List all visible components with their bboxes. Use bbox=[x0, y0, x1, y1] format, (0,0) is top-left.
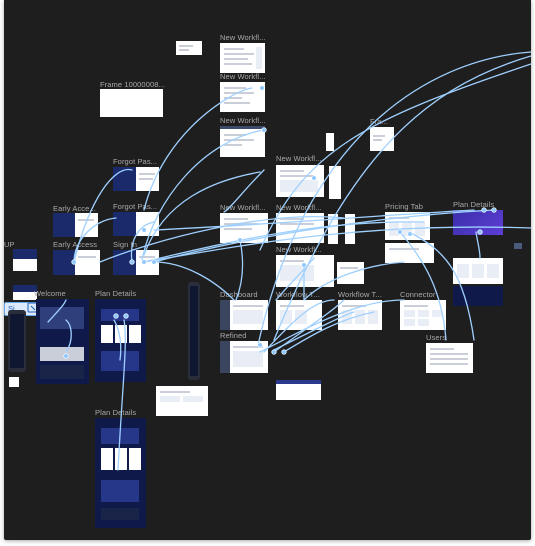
connection-dot bbox=[257, 342, 263, 348]
design-canvas[interactable]: New Workfl... New Workfl... Frame 100000… bbox=[4, 0, 531, 540]
frame-side-panel-2[interactable] bbox=[328, 214, 338, 244]
frame-label-plan-details-2: Plan Details bbox=[95, 289, 137, 298]
frame-label-forgot-pass-1: Forgot Pas... bbox=[113, 157, 158, 166]
frame-label-sign-in: Sign In bbox=[113, 240, 138, 249]
frame-connector[interactable] bbox=[400, 300, 446, 330]
frame-side-panel[interactable] bbox=[329, 166, 341, 199]
connection-dot bbox=[397, 229, 403, 235]
frame-plan-details-3[interactable] bbox=[95, 418, 146, 528]
frame-plan-details-1b[interactable] bbox=[453, 258, 503, 284]
frame-mobile-1[interactable] bbox=[8, 310, 26, 372]
frame-label-new-workflow-5: New Workfl... bbox=[220, 203, 266, 212]
connection-dot bbox=[407, 231, 413, 237]
connection-dot bbox=[113, 313, 119, 319]
connection-dot bbox=[71, 259, 77, 265]
frame-label-early-access-1: Early Acce... bbox=[53, 204, 96, 213]
frame-pricing-tab-2[interactable] bbox=[385, 243, 434, 263]
frame-label-new-workflow-7: New Workfl... bbox=[276, 245, 322, 254]
frame-users[interactable] bbox=[426, 343, 473, 373]
frame-thumb-small[interactable] bbox=[176, 41, 202, 55]
frame-label-new-workflow-2: New Workfl... bbox=[220, 72, 266, 81]
frame-early-access-1[interactable] bbox=[53, 213, 98, 237]
connection-dot bbox=[311, 175, 317, 181]
connection-dot bbox=[63, 353, 69, 359]
frame-label-frame-1000: Frame 10000008... bbox=[100, 80, 166, 89]
frame-new-workflow-1[interactable] bbox=[220, 43, 265, 73]
frame-white-wide[interactable] bbox=[156, 386, 208, 416]
frame-side-panel-3[interactable] bbox=[345, 214, 355, 244]
frame-label-new-workflow-6: New Workfl... bbox=[276, 203, 322, 212]
connection-dot bbox=[141, 259, 147, 265]
frame-mobile-mini[interactable] bbox=[9, 377, 19, 387]
frame-label-fra: Fra... bbox=[370, 117, 389, 126]
frame-dashboard[interactable] bbox=[220, 300, 268, 330]
frame-label-users: Users bbox=[426, 333, 447, 342]
frame-workflow-small[interactable] bbox=[276, 380, 321, 400]
frame-label-new-workflow-1: New Workfl... bbox=[220, 33, 266, 42]
frame-label-refined: Refined bbox=[220, 331, 247, 340]
frame-label-new-workflow-4: New Workfl... bbox=[276, 154, 322, 163]
frame-refined[interactable] bbox=[220, 341, 268, 373]
connection-dot bbox=[129, 259, 135, 265]
frame-tall-strip[interactable] bbox=[326, 133, 334, 151]
frame-label-dashboard: Dashboard bbox=[220, 290, 258, 299]
connection-dot bbox=[141, 227, 147, 233]
frame-label-plan-details-3: Plan Details bbox=[95, 408, 137, 417]
frame-plan-details-2[interactable] bbox=[95, 299, 146, 382]
connection-dot bbox=[151, 259, 157, 265]
connection-dot bbox=[281, 349, 287, 355]
frame-small-square[interactable] bbox=[514, 243, 522, 249]
frame-up[interactable] bbox=[13, 249, 37, 271]
connection-dot bbox=[261, 127, 267, 133]
connection-dot bbox=[259, 85, 265, 91]
frame-label-workflow-t2: Workflow T... bbox=[338, 290, 382, 299]
connection-dot bbox=[271, 349, 277, 355]
frame-label-connector: Connector bbox=[400, 290, 436, 299]
frame-label-new-workflow-3: New Workfl... bbox=[220, 116, 266, 125]
frame-label-plan-details-1: Plan Details bbox=[453, 200, 495, 209]
frame-label-welcome: Welcome bbox=[34, 289, 66, 298]
frame-label-pricing-tab: Pricing Tab bbox=[385, 202, 424, 211]
frame-mobile-2[interactable] bbox=[188, 282, 200, 380]
frame-fra[interactable] bbox=[370, 127, 394, 151]
connection-dot bbox=[301, 262, 307, 268]
frame-1000[interactable] bbox=[100, 89, 163, 117]
connection-dot bbox=[237, 237, 243, 243]
connection-dot bbox=[491, 207, 497, 213]
connection-dot bbox=[477, 229, 483, 235]
frame-forgot-pass-2[interactable] bbox=[113, 212, 159, 236]
frame-welcome[interactable] bbox=[36, 299, 89, 384]
connection-dot bbox=[481, 207, 487, 213]
connection-dot bbox=[123, 313, 129, 319]
frame-label-workflow-t1: Workflow T... bbox=[276, 290, 320, 299]
frame-label-forgot-pass-2: Forgot Pas... bbox=[113, 202, 158, 211]
prototype-connections bbox=[47, 51, 531, 471]
frame-label-up: UP bbox=[4, 240, 15, 249]
selected-frame-name: Si... bbox=[8, 304, 21, 313]
frame-workflow-t2[interactable] bbox=[338, 300, 382, 330]
frame-label-early-access-2: Early Access bbox=[53, 240, 98, 249]
frame-up-2[interactable] bbox=[13, 285, 37, 300]
frame-new-workflow-4[interactable] bbox=[276, 165, 324, 197]
